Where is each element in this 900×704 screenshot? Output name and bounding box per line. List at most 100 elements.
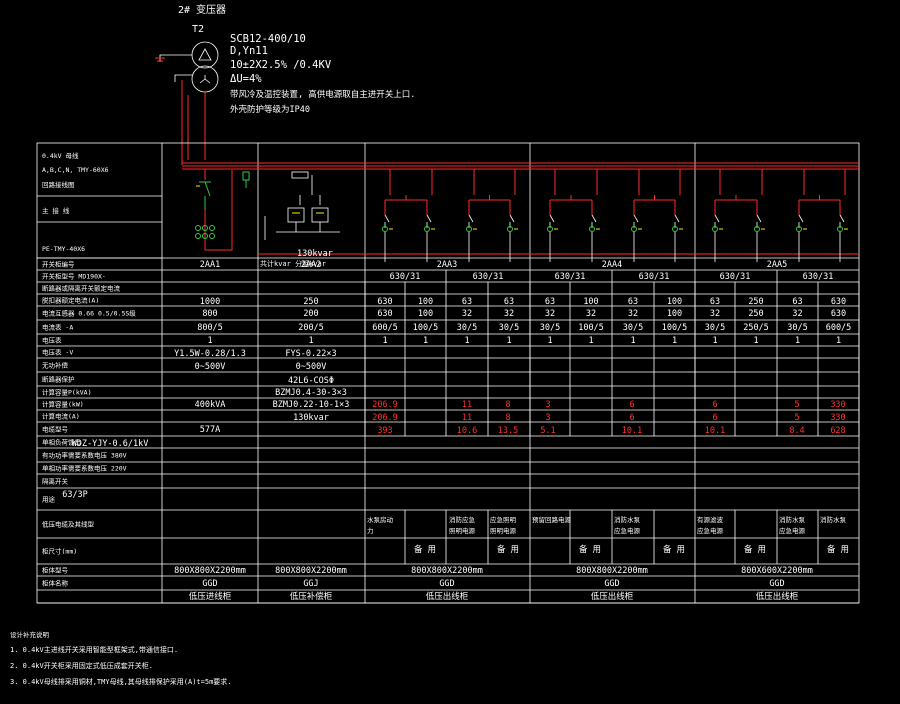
- table-cell: GGD: [769, 579, 784, 589]
- transformer-model: SCB12-400/10: [230, 33, 306, 45]
- table-cell: 1: [836, 336, 841, 346]
- table-cell: 393: [377, 426, 392, 436]
- table-cell: 0~500V: [296, 362, 327, 372]
- transformer-note2: 外壳防护等级为IP40: [230, 104, 310, 115]
- row-label: 单相功率需要系数电压 220V: [42, 464, 127, 473]
- usage-cell: 应急电源: [614, 526, 641, 535]
- table-cell: GGD: [604, 579, 619, 589]
- table-cell: 30/5: [787, 323, 807, 333]
- table-cell: 1: [588, 336, 593, 346]
- row-label: 柜体型号: [42, 566, 69, 575]
- wiring-label: 回路接线图: [42, 180, 75, 189]
- table-cell: GGJ: [303, 579, 318, 589]
- capacitor-rating: 130kvar: [297, 249, 333, 259]
- row-label: 脱扣器额定电流(A): [42, 296, 99, 305]
- table-cell: 6: [712, 400, 717, 410]
- row-label: 电缆型号: [42, 425, 69, 434]
- table-cell: 1: [382, 336, 387, 346]
- table-cell: 备 用: [827, 544, 849, 555]
- feeder-ct-icon: [837, 226, 843, 232]
- busbar-label: 0.4kV 母线: [42, 151, 79, 160]
- row-label: 用途: [42, 495, 56, 504]
- table-cell: 100/5: [578, 323, 604, 333]
- transformer-id: T2: [192, 24, 204, 35]
- main-busbar: [182, 162, 859, 255]
- feeder-breaker-icon: [674, 214, 680, 228]
- feeder-ct-icon: [796, 226, 802, 232]
- table-cell: 32: [628, 309, 638, 319]
- table-cell: 800X800X2200mm: [411, 566, 483, 576]
- table-cell: 11: [462, 413, 472, 423]
- table-cell: 630: [831, 309, 846, 319]
- row-label: 计算电流(A): [42, 412, 80, 421]
- usage-cell: 应急电源: [779, 526, 806, 535]
- table-cell: 30/5: [540, 323, 560, 333]
- row-label: 断路器或隔离开关额定电流: [42, 284, 121, 293]
- incoming-breaker-icon: [195, 169, 250, 251]
- table-cell: 低压补偿柜: [290, 591, 333, 602]
- usage-cell: 消防水泵: [779, 515, 806, 524]
- table-cell: 1000: [200, 297, 220, 307]
- table-cell: 2AA5: [767, 260, 787, 270]
- feeder-breaker-icon: [509, 214, 515, 228]
- table-cell: 100: [418, 309, 433, 319]
- row-label: 电流互感器 0.66 0.5/0.5S级: [42, 309, 136, 318]
- table-cell: 100: [583, 297, 598, 307]
- capacitor-detail: 共计kvar 分组kvar: [260, 259, 326, 268]
- table-cell: 2AA3: [437, 260, 457, 270]
- feeder-branch: [549, 195, 593, 215]
- feeder-ct-icon: [754, 226, 760, 232]
- feeder-ct-icon: [424, 226, 430, 232]
- table-cell: GGD: [439, 579, 454, 589]
- table-cell: 1: [547, 336, 552, 346]
- table-cell: 32: [586, 309, 596, 319]
- table-cell: 1: [207, 336, 212, 346]
- table-cell: 63: [462, 297, 472, 307]
- feeder-ct-icon: [466, 226, 472, 232]
- table-cell: 8: [505, 400, 510, 410]
- table-cell: 100: [418, 297, 433, 307]
- feeder-drop: [554, 169, 681, 195]
- usage-cell: 力: [367, 526, 374, 535]
- table-cell: 630/31: [639, 272, 670, 282]
- table-cell: 1: [423, 336, 428, 346]
- transformer-voltage: 10±2X2.5% /0.4KV: [230, 59, 332, 71]
- table-cell: 5: [794, 400, 799, 410]
- transformer-vector: D,Yn11: [230, 45, 268, 57]
- feeder-ct-icon: [507, 226, 513, 232]
- table-cell: 250: [748, 297, 763, 307]
- feeder-breaker-icon: [798, 214, 804, 228]
- table-cell: 备 用: [579, 544, 601, 555]
- feeder-breaker-icon: [633, 214, 639, 228]
- table-cell: 2AA4: [602, 260, 622, 270]
- row-label: 开关柜型号 MD190X-: [42, 272, 106, 281]
- table-cell: BZMJ0.4-30-3×3: [275, 388, 347, 398]
- table-cell: 32: [504, 309, 514, 319]
- row-label: 计算容量(kW): [42, 400, 84, 409]
- table-cell: 30/5: [457, 323, 477, 333]
- table-cell: 800: [202, 309, 217, 319]
- table-cell: 630/31: [720, 272, 751, 282]
- feeder-breaker-icon: [591, 214, 597, 228]
- table-cell: 600/5: [826, 323, 852, 333]
- row-label: 断路器保护: [42, 375, 75, 384]
- notes-item-3: 3. 0.4kV母线排采用铜材,TMY母线,其母线排保护采用(A)t=5m要求.: [10, 677, 232, 686]
- table-cell: 5.1: [540, 426, 555, 436]
- transformer-impedance: ΔU=4%: [230, 73, 262, 85]
- table-cell: 600/5: [372, 323, 398, 333]
- feeder-breaker-icon: [714, 214, 720, 228]
- table-cell: 10.1: [622, 426, 642, 436]
- table-cell: 100/5: [413, 323, 439, 333]
- usage-cell: 照明电源: [449, 526, 476, 535]
- row-label: 有功功率需要系数电压 380V: [42, 451, 127, 460]
- usage-cell: 预留回路电源: [532, 515, 572, 524]
- table-cell: Y1.5W-0.28/1.3: [174, 349, 246, 359]
- table-cell: FYS-0.22×3: [285, 349, 336, 359]
- table-cell: 备 用: [497, 544, 519, 555]
- table-cell: 1: [464, 336, 469, 346]
- table-cell: 1: [630, 336, 635, 346]
- table-cell: 630: [377, 297, 392, 307]
- table-cell: 400kVA: [195, 400, 226, 410]
- table-cell: BZMJ0.22-10-1×3: [273, 400, 350, 410]
